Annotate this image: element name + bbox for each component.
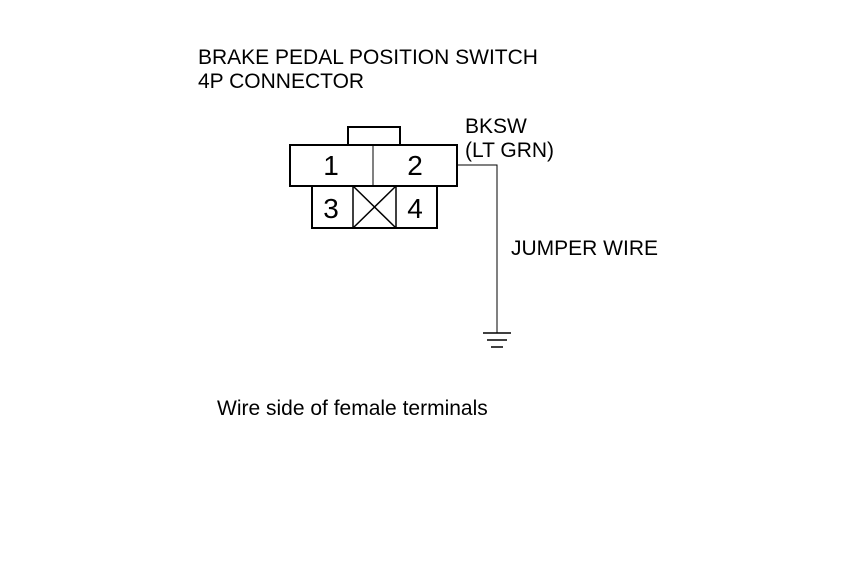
ground-icon bbox=[483, 332, 511, 348]
terminal-view-caption: Wire side of female terminals bbox=[217, 397, 488, 420]
empty-cavity bbox=[352, 185, 397, 229]
diagram-title-line1: BRAKE PEDAL POSITION SWITCH bbox=[198, 46, 538, 69]
wire-name-label: BKSW bbox=[465, 115, 527, 138]
wire-color-label: (LT GRN) bbox=[465, 139, 555, 162]
connector-lock-tab bbox=[347, 126, 401, 146]
jumper-wire-label: JUMPER WIRE bbox=[511, 237, 658, 260]
pin-2-label: 2 bbox=[407, 150, 423, 181]
diagram-title-line2: 4P CONNECTOR bbox=[198, 70, 365, 93]
jumper-wire-line bbox=[457, 164, 498, 333]
pin-3-label: 3 bbox=[323, 193, 339, 224]
empty-cavity-cross-b bbox=[352, 185, 397, 229]
pin-1-label: 1 bbox=[323, 150, 339, 181]
pin-4-label: 4 bbox=[407, 193, 423, 224]
